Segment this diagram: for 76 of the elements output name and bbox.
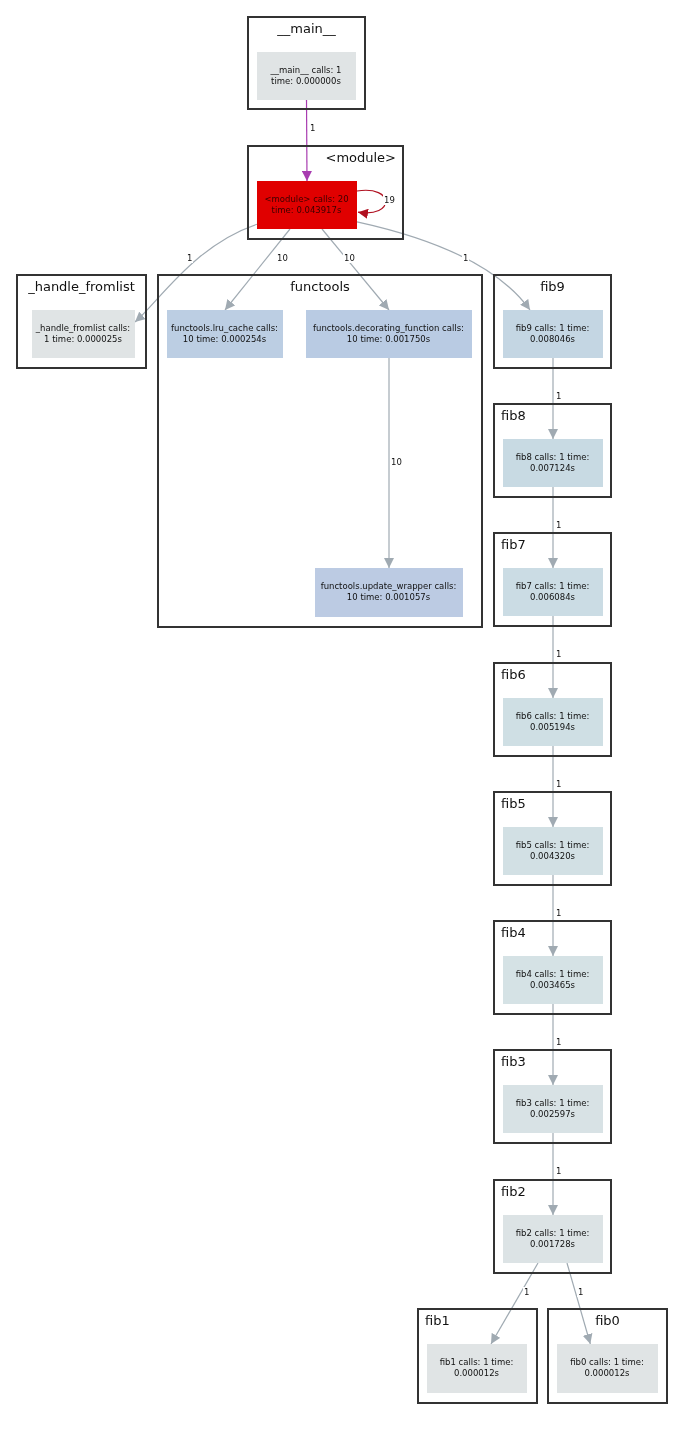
arrow (224, 228, 291, 311)
edge-label: 10 (343, 253, 356, 263)
cluster-title: fib0 (595, 1313, 620, 1329)
function-box: fib1 calls: 1 time: 0.000012s (426, 1343, 527, 1393)
edge-label: 1 (555, 1036, 563, 1047)
edge-label: 10 (276, 253, 289, 263)
cluster-title: fib7 (501, 537, 526, 553)
module-cluster (247, 16, 366, 110)
edge-label: 1 (555, 649, 563, 659)
cluster-title: fib8 (501, 408, 526, 424)
cluster-title: fib4 (501, 925, 526, 941)
function-box: _handle_fromlist calls: 1 time: 0.000025s (31, 309, 135, 358)
edge-label: 1 (555, 778, 563, 789)
edge-label: 1 (555, 907, 563, 918)
function-box: fib7 calls: 1 time: 0.006084s (502, 567, 603, 616)
function-box: fib4 calls: 1 time: 0.003465s (502, 955, 603, 1004)
cluster-title: fib1 (425, 1313, 450, 1329)
function-box: fib5 calls: 1 time: 0.004320s (502, 826, 603, 875)
module-cluster (493, 1179, 612, 1274)
arrow (384, 357, 394, 569)
module-cluster (493, 791, 612, 886)
edge-label: 1 (462, 253, 470, 263)
arrow (321, 228, 390, 311)
arrow (134, 223, 258, 323)
edge-label: 19 (383, 195, 396, 205)
arrow (566, 1262, 593, 1345)
arrow (548, 745, 558, 828)
function-box: functools.update_wrapper calls: 10 time: 0.001057s (314, 567, 463, 617)
module-cluster (493, 920, 612, 1015)
edge-label: 1 (555, 519, 563, 530)
arrow (356, 189, 387, 219)
function-box: fib6 calls: 1 time: 0.005194s (502, 697, 603, 746)
arrow (548, 615, 558, 699)
module-cluster (16, 274, 147, 369)
cluster-title: _handle_fromlist (28, 279, 135, 295)
module-cluster (493, 1049, 612, 1144)
function-box: fib8 calls: 1 time: 0.007124s (502, 438, 603, 487)
cluster-title: fib9 (540, 279, 565, 295)
module-cluster (493, 532, 612, 627)
module-cluster (417, 1308, 538, 1404)
module-cluster (493, 403, 612, 498)
cluster-title: fib6 (501, 667, 526, 683)
edge-label: 1 (186, 253, 194, 263)
arrow (548, 1132, 558, 1216)
arrow (356, 221, 531, 311)
function-box: <module> calls: 20 time: 0.043917s (256, 180, 357, 229)
arrow (490, 1262, 539, 1345)
edge-label: 1 (309, 123, 317, 133)
edge-label: 1 (555, 390, 563, 401)
function-box: fib0 calls: 1 time: 0.000012s (556, 1343, 658, 1393)
function-box: functools.lru_cache calls: 10 time: 0.000254s (166, 309, 283, 358)
edge-label: 1 (555, 1166, 563, 1176)
function-box: fib9 calls: 1 time: 0.008046s (502, 309, 603, 358)
edge-label: 10 (390, 457, 403, 467)
cluster-title: __main__ (277, 21, 336, 37)
module-cluster (493, 274, 612, 369)
edge-label: 1 (577, 1287, 585, 1297)
function-box: __main__ calls: 1 time: 0.000000s (256, 51, 356, 100)
arrow (301, 99, 312, 182)
module-cluster (493, 662, 612, 757)
cluster-title: <module> (325, 150, 396, 166)
module-cluster (547, 1308, 668, 1404)
arrow (548, 486, 558, 569)
cluster-title: functools (290, 279, 350, 295)
cluster-title: fib2 (501, 1184, 526, 1200)
arrow (548, 1003, 558, 1086)
module-cluster (157, 274, 483, 628)
edge-label: 1 (523, 1287, 531, 1297)
arrow (548, 357, 558, 440)
arrow (548, 874, 558, 957)
cluster-title: fib3 (501, 1054, 526, 1070)
module-cluster (247, 145, 404, 240)
cluster-title: fib5 (501, 796, 526, 812)
function-box: fib2 calls: 1 time: 0.001728s (502, 1214, 603, 1263)
function-box: fib3 calls: 1 time: 0.002597s (502, 1084, 603, 1133)
function-box: functools.decorating_function calls: 10 time: 0.001750s (305, 309, 472, 358)
